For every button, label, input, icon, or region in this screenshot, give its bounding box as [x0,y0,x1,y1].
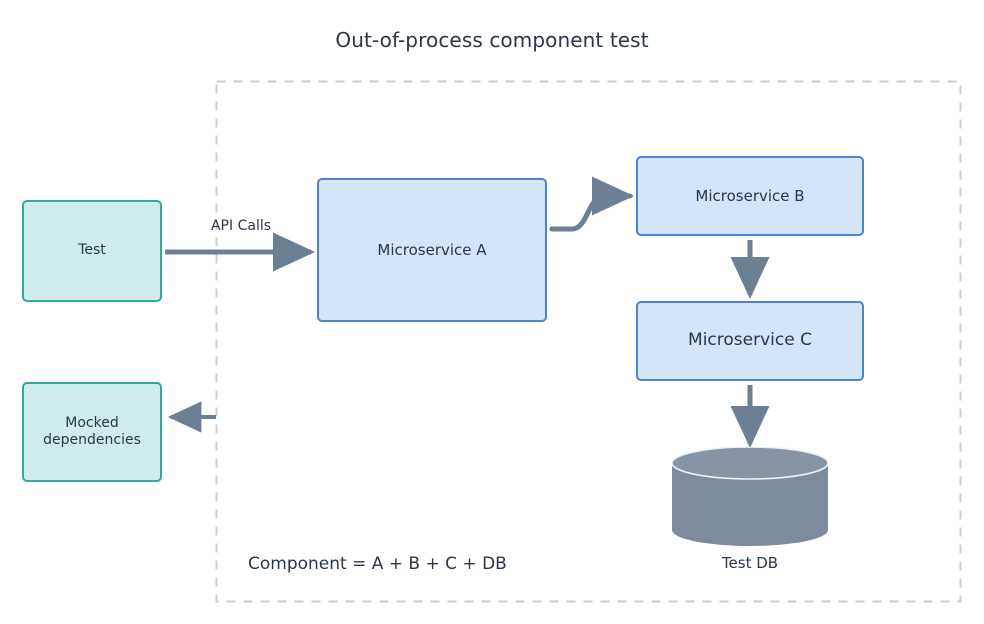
node-mocked-dependencies-label-line1: Mocked [65,414,119,431]
node-mocked-dependencies[interactable]: Mocked dependencies [22,382,162,482]
node-microservice-a-label: Microservice A [377,240,487,259]
node-test[interactable]: Test [22,200,162,302]
node-microservice-b[interactable]: Microservice B [636,156,864,236]
page-title: Out-of-process component test [335,28,649,52]
node-microservice-a[interactable]: Microservice A [317,178,547,322]
edge-label-api-calls: API Calls [210,218,272,234]
component-boundary-rect [215,80,962,603]
database-cylinder-icon[interactable] [672,447,828,546]
node-microservice-c[interactable]: Microservice C [636,301,864,381]
node-mocked-dependencies-label-line2: dependencies [43,432,141,448]
boundary-caption: Component = A + B + C + DB [248,554,507,574]
node-microservice-c-label: Microservice C [688,330,812,351]
edge-microservice-a-to-microservice-b [549,176,635,232]
node-test-db-label: Test DB [721,554,779,572]
node-microservice-b-label: Microservice B [695,186,805,205]
node-test-label: Test [78,242,106,259]
